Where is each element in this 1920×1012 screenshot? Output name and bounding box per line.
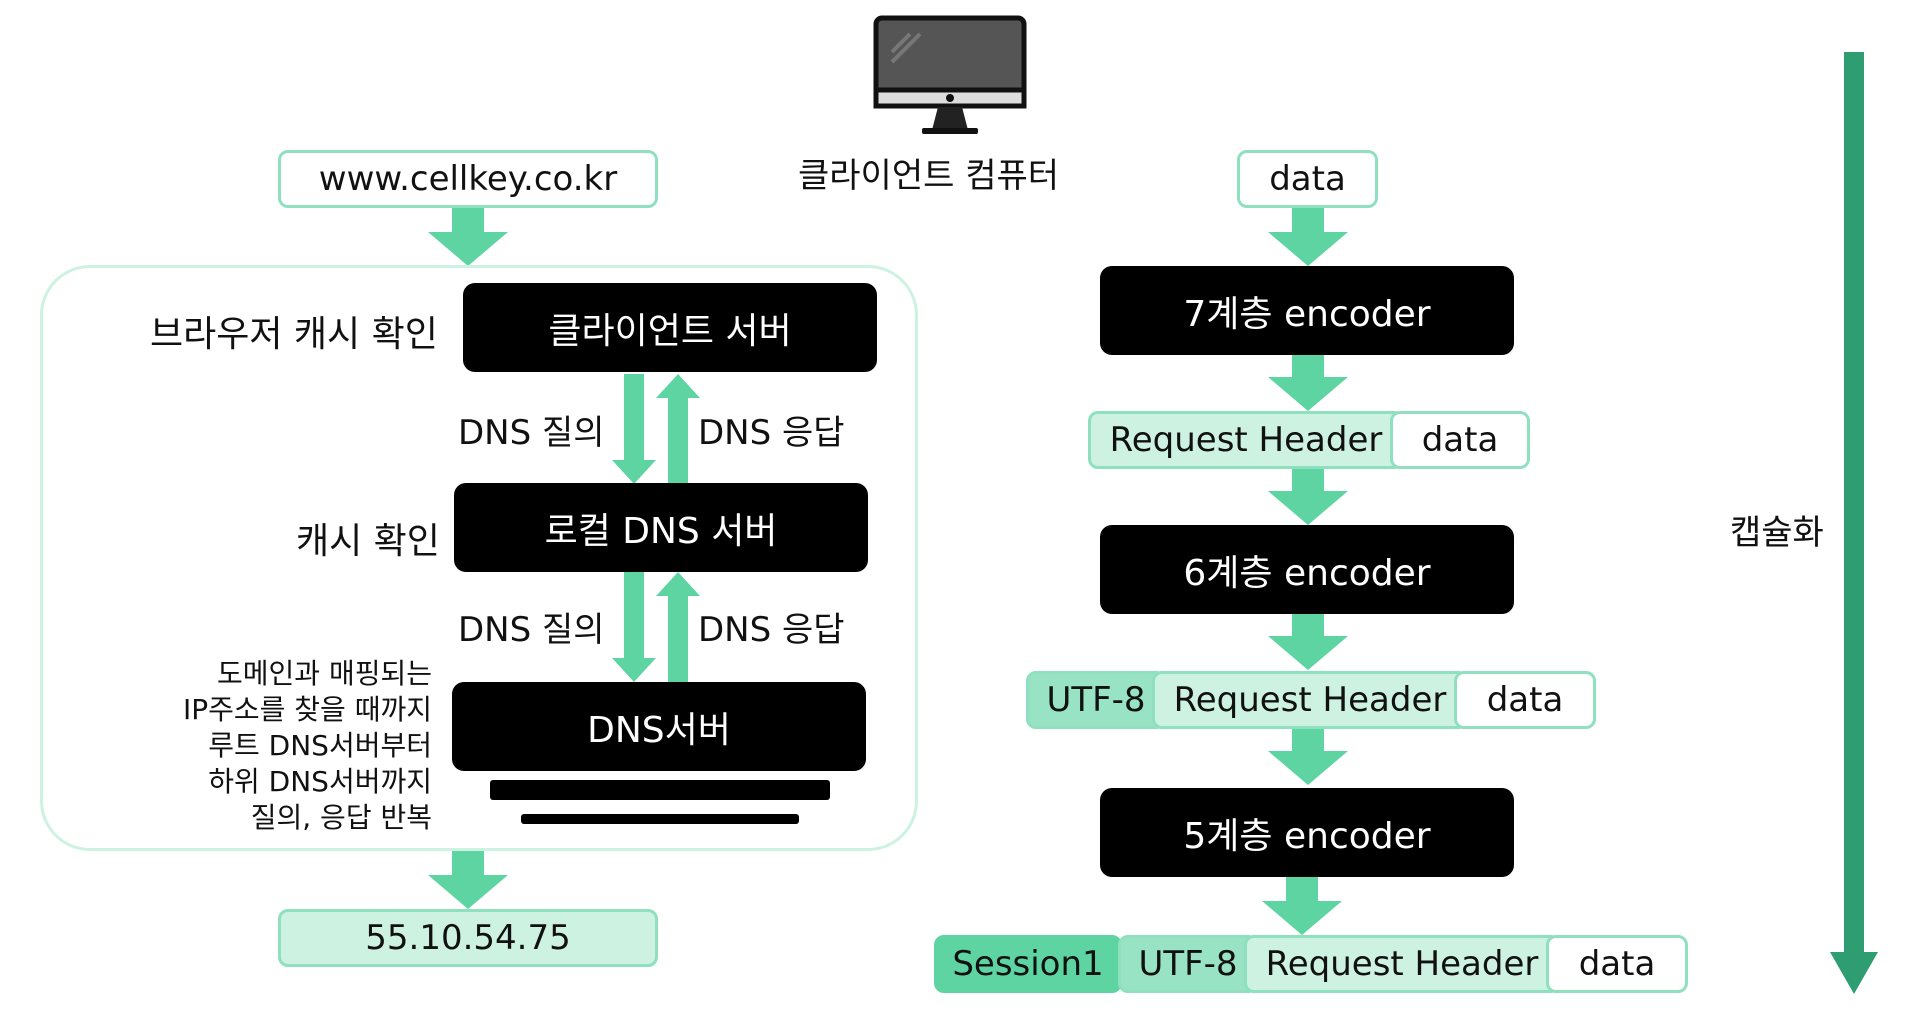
encapsulation-arrow-icon: [1830, 52, 1878, 994]
request-header-segment: Request Header: [1152, 671, 1468, 729]
arrow-down-icon: [1268, 729, 1348, 785]
encapsulation-label: 캡슐화: [1730, 513, 1824, 553]
note-line: 질의, 응답 반복: [250, 801, 432, 834]
request-header-segment: Request Header: [1244, 935, 1560, 993]
response-arrow-up-icon: [656, 374, 700, 484]
data-box: data: [1237, 150, 1378, 208]
dns-query-label-1: DNS 질의: [458, 413, 605, 453]
query-arrow-down-icon: [612, 374, 656, 484]
dns-query-label-2: DNS 질의: [458, 610, 605, 650]
query-arrow-down-icon-2: [612, 572, 656, 682]
cache-label: 캐시 확인: [296, 521, 440, 562]
dns-resolution-panel: [40, 265, 918, 851]
note-line: 하위 DNS서버까지: [208, 765, 432, 798]
arrow-down-icon: [428, 851, 508, 909]
layer6-encoder-box: 6계층 encoder: [1100, 525, 1514, 614]
data-segment: data: [1546, 935, 1688, 993]
ip-result-box: 55.10.54.75: [278, 909, 658, 967]
dns-server-box: DNS서버: [452, 682, 866, 771]
server-stack-bar-2: [521, 814, 799, 824]
layer7-encoder-box: 7계층 encoder: [1100, 266, 1514, 355]
arrow-down-icon: [428, 208, 508, 266]
server-stack-bar-1: [490, 780, 830, 800]
arrow-down-icon: [1268, 614, 1348, 670]
request-header-segment: Request Header: [1088, 411, 1404, 469]
note-line: 도메인과 매핑되는: [217, 657, 432, 690]
browser-cache-label: 브라우저 캐시 확인: [150, 314, 438, 355]
arrow-down-icon: [1262, 877, 1342, 935]
arrow-down-icon: [1268, 355, 1348, 411]
note-line: IP주소를 찾을 때까지: [182, 693, 432, 726]
data-segment: data: [1390, 411, 1530, 469]
utf8-segment: UTF-8: [1026, 671, 1166, 729]
arrow-down-icon: [1268, 208, 1348, 266]
local-dns-server-box: 로컬 DNS 서버: [454, 483, 868, 572]
data-segment: data: [1454, 671, 1596, 729]
url-box: www.cellkey.co.kr: [278, 150, 658, 208]
dns-response-label-2: DNS 응답: [698, 610, 845, 650]
dns-response-label-1: DNS 응답: [698, 413, 845, 453]
computer-label: 클라이언트 컴퓨터: [798, 156, 1060, 196]
monitor-icon: [870, 12, 1030, 137]
utf8-segment: UTF-8: [1118, 935, 1258, 993]
note-line: 루트 DNS서버부터: [208, 729, 432, 762]
session-segment: Session1: [934, 935, 1122, 993]
response-arrow-up-icon-2: [656, 572, 700, 682]
arrow-down-icon: [1268, 469, 1348, 525]
resolution-note: 도메인과 매핑되는 IP주소를 찾을 때까지 루트 DNS서버부터 하위 DNS…: [120, 656, 432, 836]
layer5-encoder-box: 5계층 encoder: [1100, 788, 1514, 877]
client-server-box: 클라이언트 서버: [463, 283, 877, 372]
